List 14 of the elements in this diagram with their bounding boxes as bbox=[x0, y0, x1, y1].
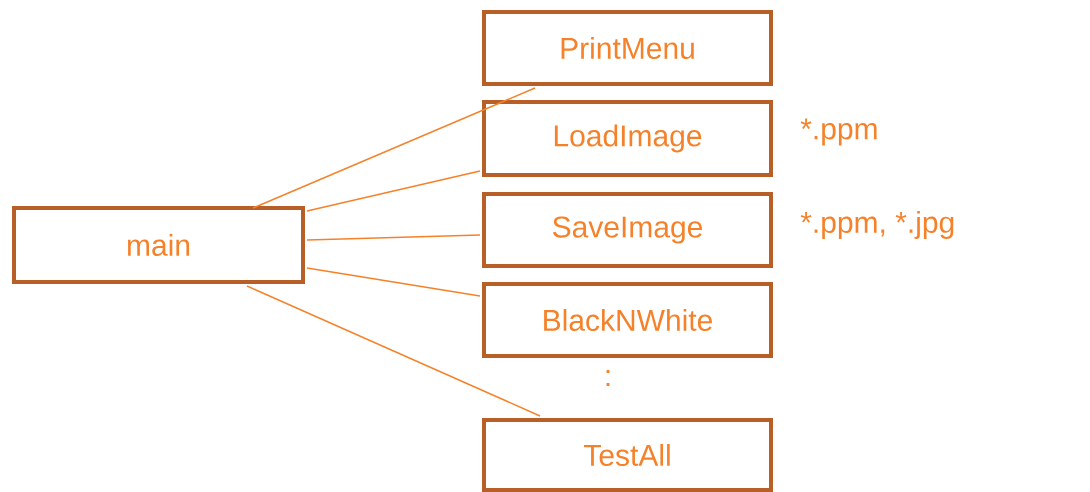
process-box: main bbox=[12, 206, 305, 284]
process-box: BlackNWhite bbox=[482, 282, 773, 358]
file-type-note: *.ppm, *.jpg bbox=[800, 211, 954, 239]
continuation-dots: : bbox=[606, 370, 610, 386]
process-box: SaveImage bbox=[482, 192, 773, 268]
connector-line bbox=[306, 170, 481, 212]
process-box: PrintMenu bbox=[482, 10, 773, 86]
connector-line bbox=[306, 234, 481, 241]
process-box: TestAll bbox=[482, 418, 773, 492]
connector-line bbox=[306, 267, 481, 297]
connector-line bbox=[252, 87, 536, 209]
connector-line bbox=[246, 285, 541, 417]
file-type-note: *.ppm bbox=[800, 118, 877, 146]
process-box: LoadImage bbox=[482, 100, 773, 177]
